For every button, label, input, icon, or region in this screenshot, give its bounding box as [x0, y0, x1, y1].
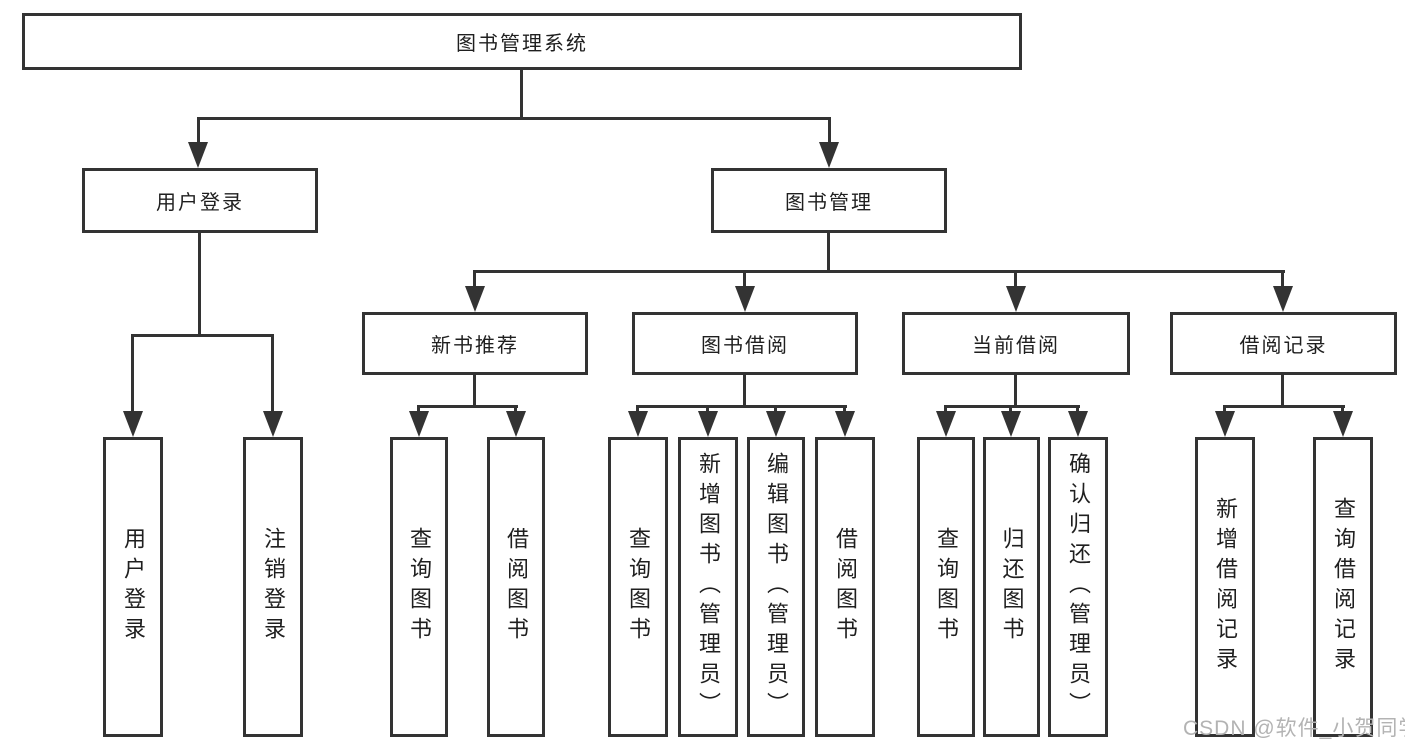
leaf-user-login: 用户登录 [103, 437, 163, 737]
edge-borrow-records-drop [1281, 272, 1284, 288]
edge-borrow-records-rail [1223, 405, 1345, 408]
edge-new-books-rail [417, 405, 518, 408]
arrow-down-icon [409, 411, 429, 437]
arrow-down-icon [506, 411, 526, 437]
node-root: 图书管理系统 [22, 13, 1022, 70]
node-current-borrow-label: 当前借阅 [972, 335, 1060, 357]
edge-current-borrow-drop [1014, 272, 1017, 288]
leaf-cb-query-books: 查询图书 [917, 437, 975, 737]
arrow-down-icon [735, 286, 755, 312]
node-user-login-label: 用户登录 [156, 192, 244, 214]
leaf-logout-label: 注销登录 [261, 527, 286, 647]
leaf-cb-return-books-label: 归还图书 [999, 527, 1025, 647]
node-new-books: 新书推荐 [362, 312, 588, 375]
edge-book-borrow-drop [743, 272, 746, 288]
leaf-br-add-record-label: 新增借阅记录 [1213, 497, 1238, 677]
arrow-down-icon [1068, 411, 1088, 437]
node-user-login: 用户登录 [82, 168, 318, 233]
arrow-down-icon [819, 142, 839, 168]
edge-current-borrow-rail [944, 405, 1080, 408]
node-borrow-records-label: 借阅记录 [1239, 335, 1328, 357]
node-root-label: 图书管理系统 [456, 33, 588, 55]
leaf-bb-borrow-books-label: 借阅图书 [833, 527, 858, 647]
csdn-watermark: CSDN @软件_小贺同学 [1183, 717, 1405, 740]
arrow-down-icon [835, 411, 855, 437]
leaf-cb-confirm-return-label: 确认归还（管理员） [1066, 452, 1091, 722]
leaf-bb-add-books-label: 新增图书（管理员） [696, 452, 721, 722]
leaf-bb-add-books: 新增图书（管理员） [678, 437, 738, 737]
arrow-down-icon [263, 411, 283, 437]
node-current-borrow: 当前借阅 [902, 312, 1130, 375]
edge-level2-rail [197, 117, 831, 120]
edge-user-login-drop [197, 119, 200, 146]
leaf-cb-confirm-return: 确认归还（管理员） [1048, 437, 1108, 737]
edge-level3-rail [473, 270, 1285, 273]
arrow-down-icon [123, 411, 143, 437]
leaf-nb-query-books-label: 查询图书 [407, 527, 432, 647]
edge-root-stem [520, 70, 523, 120]
leaf-cb-return-books: 归还图书 [983, 437, 1040, 737]
arrow-down-icon [1001, 411, 1021, 437]
arrow-down-icon [1006, 286, 1026, 312]
edge-leaf-drop [131, 336, 134, 413]
arrow-down-icon [1333, 411, 1353, 437]
leaf-bb-edit-books: 编辑图书（管理员） [747, 437, 805, 737]
leaf-logout: 注销登录 [243, 437, 303, 737]
arrow-down-icon [465, 286, 485, 312]
edge-book-borrow-stem [743, 375, 746, 408]
edge-book-mgmt-drop [828, 119, 831, 146]
edge-user-login-stem [198, 233, 201, 337]
node-book-borrow-label: 图书借阅 [701, 335, 789, 357]
edge-book-mgmt-stem [827, 233, 830, 273]
edge-leaf-drop [271, 336, 274, 413]
arrow-down-icon [628, 411, 648, 437]
leaf-user-login-label: 用户登录 [121, 527, 146, 647]
edge-book-borrow-rail [636, 405, 847, 408]
leaf-br-query-record: 查询借阅记录 [1313, 437, 1373, 737]
node-new-books-label: 新书推荐 [431, 335, 519, 357]
node-book-borrow: 图书借阅 [632, 312, 858, 375]
arrow-down-icon [936, 411, 956, 437]
leaf-bb-query-books-label: 查询图书 [626, 527, 651, 647]
arrow-down-icon [188, 142, 208, 168]
edge-borrow-records-stem [1281, 375, 1284, 408]
node-borrow-records: 借阅记录 [1170, 312, 1397, 375]
edge-current-borrow-stem [1014, 375, 1017, 408]
edge-user-login-rail [131, 334, 274, 337]
node-book-mgmt-label: 图书管理 [785, 192, 873, 214]
arrow-down-icon [698, 411, 718, 437]
leaf-bb-borrow-books: 借阅图书 [815, 437, 875, 737]
leaf-br-query-record-label: 查询借阅记录 [1331, 497, 1356, 677]
leaf-br-add-record: 新增借阅记录 [1195, 437, 1255, 737]
leaf-nb-borrow-books: 借阅图书 [487, 437, 545, 737]
leaf-nb-borrow-books-label: 借阅图书 [504, 527, 529, 647]
leaf-bb-query-books: 查询图书 [608, 437, 668, 737]
arrow-down-icon [1215, 411, 1235, 437]
leaf-cb-query-books-label: 查询图书 [934, 527, 959, 647]
edge-new-books-drop [473, 272, 476, 288]
edge-new-books-stem [473, 375, 476, 408]
leaf-nb-query-books: 查询图书 [390, 437, 448, 737]
node-book-mgmt: 图书管理 [711, 168, 947, 233]
leaf-bb-edit-books-label: 编辑图书（管理员） [764, 452, 789, 722]
arrow-down-icon [766, 411, 786, 437]
arrow-down-icon [1273, 286, 1293, 312]
